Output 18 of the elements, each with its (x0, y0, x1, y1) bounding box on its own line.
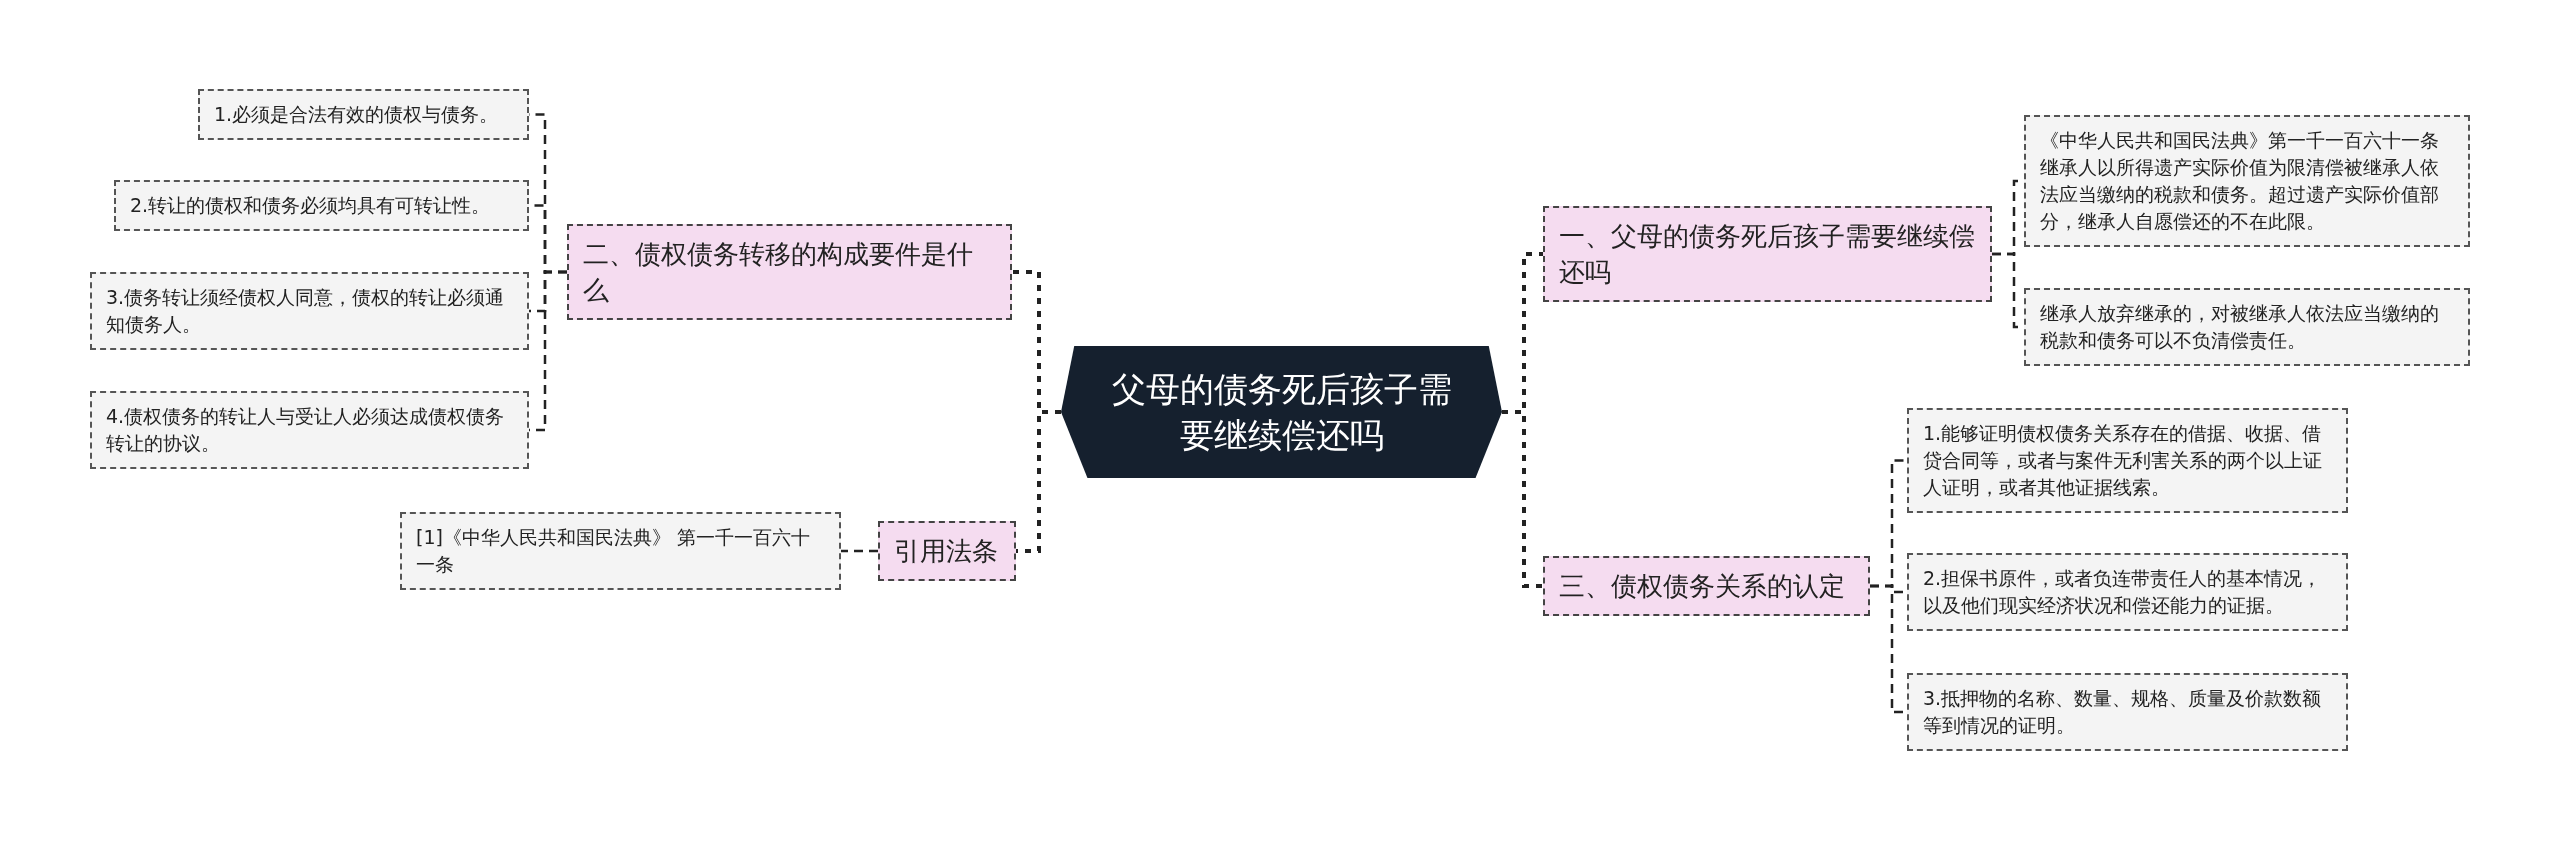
note-box: 3.抵押物的名称、数量、规格、质量及价款数额等到情况的证明。 (1907, 673, 2348, 751)
note-box: 《中华人民共和国民法典》第一千一百六十一条继承人以所得遗产实际价值为限清偿被继承人依法应当缴纳的税款和债务。超过遗产实际价值部分，继承人自愿偿还的不在此限。 (2024, 115, 2470, 247)
note-box: 2.担保书原件，或者负连带责任人的基本情况，以及他们现实经济状况和偿还能力的证据。 (1907, 553, 2348, 631)
note-box: [1]《中华人民共和国民法典》 第一千一百六十一条 (400, 512, 841, 590)
topic-box: 一、父母的债务死后孩子需要继续偿还吗 (1543, 206, 1992, 302)
connector (1502, 410, 1543, 588)
note-box: 3.债务转让须经债权人同意，债权的转让必须通知债务人。 (90, 272, 529, 350)
connector (1016, 410, 1061, 553)
central-topic: 父母的债务死后孩子需要继续偿还吗 (1061, 346, 1502, 478)
note-box: 4.债权债务的转让人与受让人必须达成债权债务转让的协议。 (90, 391, 529, 469)
topic-box: 三、债权债务关系的认定 (1543, 556, 1870, 616)
note-box: 继承人放弃继承的，对被继承人依法应当缴纳的税款和债务可以不负清偿责任。 (2024, 288, 2470, 366)
note-box: 1.能够证明债权债务关系存在的借据、收据、借贷合同等，或者与案件无利害关系的两个以上证人证明，或者其他证据线索。 (1907, 407, 2348, 513)
note-box: 2.转让的债权和债务必须均具有可转让性。 (114, 179, 529, 231)
topic-box: 引用法条 (878, 521, 1016, 581)
note-box: 1.必须是合法有效的债权与债务。 (198, 88, 529, 140)
connector (841, 549, 878, 553)
topic-box: 二、债权债务转移的构成要件是什么 (567, 224, 1012, 320)
